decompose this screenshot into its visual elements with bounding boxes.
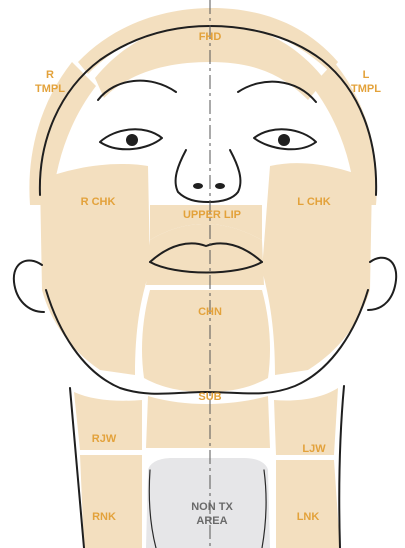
left-nostril: [215, 183, 225, 189]
right-iris: [126, 134, 138, 146]
nose: [176, 150, 241, 202]
left-iris: [278, 134, 290, 146]
label-l-chk: L CHK: [297, 196, 330, 208]
region-mouth: [146, 224, 264, 285]
label-l-tmpl-2: TMPL: [351, 83, 381, 95]
label-r-tmpl-2: TMPL: [35, 83, 65, 95]
label-chn: CHN: [198, 306, 222, 318]
region-l-chk[interactable]: [262, 163, 372, 375]
label-lnk: LNK: [297, 511, 320, 523]
label-r-tmpl-1: R: [46, 69, 54, 81]
label-non-tx-1: NON TX: [191, 501, 233, 513]
label-rnk: RNK: [92, 511, 116, 523]
right-nostril: [193, 183, 203, 189]
label-rjw: RJW: [92, 433, 117, 445]
left-neck-line: [339, 386, 344, 548]
label-non-tx-2: AREA: [196, 515, 227, 527]
region-lnk[interactable]: [276, 460, 340, 548]
label-r-chk: R CHK: [81, 196, 116, 208]
label-l-tmpl-1: L: [363, 69, 370, 81]
label-upper-lip: UPPER LIP: [183, 209, 241, 221]
right-ear: [14, 260, 44, 312]
label-ljw: LJW: [302, 443, 326, 455]
label-fhd: FHD: [199, 31, 222, 43]
label-sub: SUB: [198, 391, 221, 403]
region-sub[interactable]: [146, 396, 270, 448]
left-ear: [368, 258, 396, 310]
region-rnk[interactable]: [80, 455, 142, 548]
